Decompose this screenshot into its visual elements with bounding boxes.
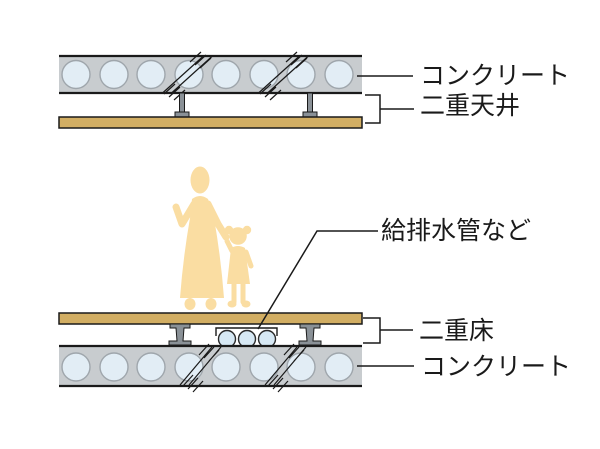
lower-break-marks bbox=[179, 343, 307, 393]
ceiling-board bbox=[58, 116, 363, 129]
upper-assembly bbox=[58, 51, 363, 129]
pipes-leader bbox=[257, 230, 378, 330]
adult-child-silhouette bbox=[172, 166, 254, 310]
pipes-bracket bbox=[215, 327, 278, 336]
double-floor-label: 二重床 bbox=[419, 317, 494, 345]
upper-concrete-label: コンクリート bbox=[420, 62, 570, 90]
lower-assembly bbox=[58, 312, 363, 393]
child-figure bbox=[224, 225, 254, 308]
lower-slab-voids bbox=[61, 352, 354, 382]
ceiling-hanger-bolts bbox=[174, 92, 318, 119]
floor-board bbox=[58, 312, 363, 325]
annotations: コンクリート 二重天井 給排水管など 二重床 コンクリート bbox=[257, 62, 571, 381]
water-pipes bbox=[217, 329, 277, 349]
adult-figure bbox=[172, 166, 230, 310]
double-ceiling-bracket bbox=[365, 94, 381, 124]
pipes-label: 給排水管など bbox=[381, 217, 531, 245]
double-floor-bracket bbox=[363, 317, 381, 344]
double-ceiling-label: 二重天井 bbox=[420, 92, 520, 120]
lower-concrete-label: コンクリート bbox=[421, 353, 571, 381]
upper-break-marks bbox=[161, 51, 310, 101]
upper-slab-voids bbox=[61, 59, 354, 90]
